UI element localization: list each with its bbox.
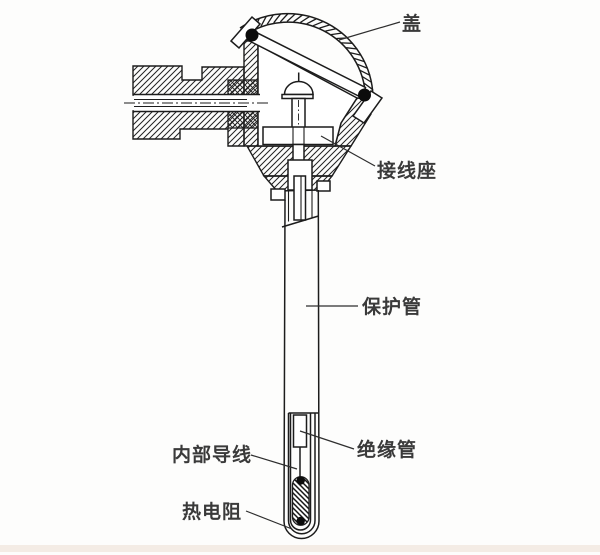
cover-dome-tick <box>306 17 318 25</box>
inner-sheath <box>289 413 312 531</box>
screw-head <box>283 80 314 96</box>
label-terminal-block: 接线座 <box>377 159 437 182</box>
hinge-dot-right <box>358 88 371 102</box>
scan-artifact-strip <box>0 545 600 552</box>
cover-dome <box>239 12 374 98</box>
cover-dome-tick <box>266 14 274 25</box>
cover-tab-right <box>351 89 384 125</box>
gland-packing-upper <box>227 79 260 96</box>
element-terminal-dot-top <box>296 476 305 485</box>
cover-dome-tick <box>293 14 304 23</box>
thermal-resistor-element <box>291 476 310 526</box>
hinge-dot-left <box>245 28 259 42</box>
label-internal-lead: 内部导线 <box>172 443 252 466</box>
insulation-tube-upper <box>293 175 307 221</box>
cover-dome-tick <box>353 57 366 63</box>
label-thermal-resistor: 热电阻 <box>182 500 242 523</box>
terminal-block <box>262 126 334 146</box>
label-insulation-tube: 绝缘管 <box>357 438 417 461</box>
cover-dome-tick <box>346 47 358 50</box>
cover-dome-ticks <box>248 13 374 98</box>
leader-internal-lead <box>250 454 298 470</box>
leader-insulation-tube <box>299 430 355 450</box>
tube-break-line <box>281 215 319 228</box>
cable-bore <box>124 93 271 113</box>
leader-cover <box>338 21 401 41</box>
element-terminal-dot-bottom <box>296 516 305 526</box>
cover-dome-tick <box>273 13 282 24</box>
cover-dome-tick <box>330 32 343 36</box>
cover-dome-tick <box>312 20 324 27</box>
label-cover: 盖 <box>402 12 422 35</box>
cover-dome-tick <box>361 75 373 84</box>
cover-dome-tick <box>350 52 362 56</box>
gland-packing-lower <box>227 110 260 129</box>
neck-flange-left <box>270 188 286 201</box>
cover-tab-left <box>229 15 262 50</box>
neck-flange-right <box>316 180 331 192</box>
cover-dome-tick <box>260 15 267 27</box>
inner-insulators-upper <box>287 175 313 222</box>
leader-thermal-resistor <box>245 510 293 530</box>
cover-dome-tick <box>286 13 296 22</box>
cover-dome-tick <box>319 24 331 29</box>
cover-dome-tick <box>363 82 374 91</box>
cover-dome-tick <box>299 15 311 24</box>
tube-inner-wall <box>287 413 316 535</box>
label-protection-tube: 保护管 <box>361 295 422 318</box>
leader-terminal-block <box>320 135 376 167</box>
cover-dome-tick <box>356 63 369 70</box>
cover-dome-tick <box>359 69 371 76</box>
cover-dome-tick <box>325 27 337 32</box>
cover-dome-tick <box>279 13 289 23</box>
